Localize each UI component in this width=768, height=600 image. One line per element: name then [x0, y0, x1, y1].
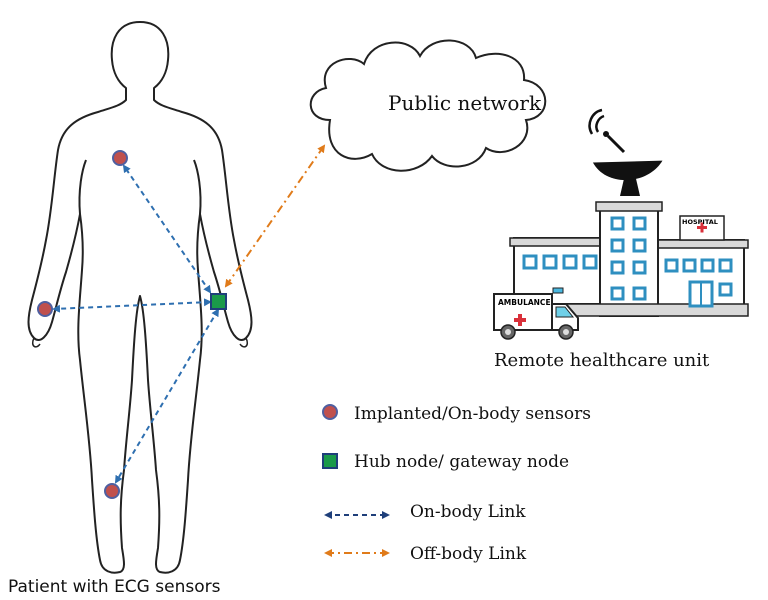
hospital-sign-label: HOSPITAL	[682, 218, 718, 226]
legend-hub-label: Hub node/ gateway node	[354, 452, 569, 472]
patient-label: Patient with ECG sensors	[8, 577, 221, 597]
cloud-shape	[309, 39, 547, 172]
sensor-chest	[112, 150, 128, 166]
link-hub-chest	[122, 164, 212, 294]
ambulance-icon	[493, 287, 579, 340]
link-hub-knee	[114, 308, 220, 484]
legend-sensor-label: Implanted/On-body sensors	[354, 404, 591, 424]
legend: Implanted/On-body sensors Hub node/ gate…	[322, 404, 591, 564]
sensors	[37, 150, 128, 499]
legend-sensor-icon	[322, 404, 338, 420]
legend-hub-icon	[322, 453, 338, 469]
link-hub-wrist	[52, 298, 212, 313]
sensor-wrist	[37, 301, 53, 317]
legend-off-body-label: Off-body Link	[410, 544, 527, 564]
facility-label: Remote healthcare unit	[494, 350, 710, 371]
on-body-links	[52, 164, 220, 484]
cloud-label: Public network	[388, 91, 542, 115]
ambulance-sign-label: AMBULANCE	[498, 298, 551, 307]
hub-node	[210, 293, 227, 310]
sensor-knee	[104, 483, 120, 499]
off-body-link	[224, 144, 326, 288]
hospital-building-icon	[509, 201, 749, 317]
legend-on-body-label: On-body Link	[410, 502, 526, 522]
satellite-dish-icon	[588, 108, 663, 196]
